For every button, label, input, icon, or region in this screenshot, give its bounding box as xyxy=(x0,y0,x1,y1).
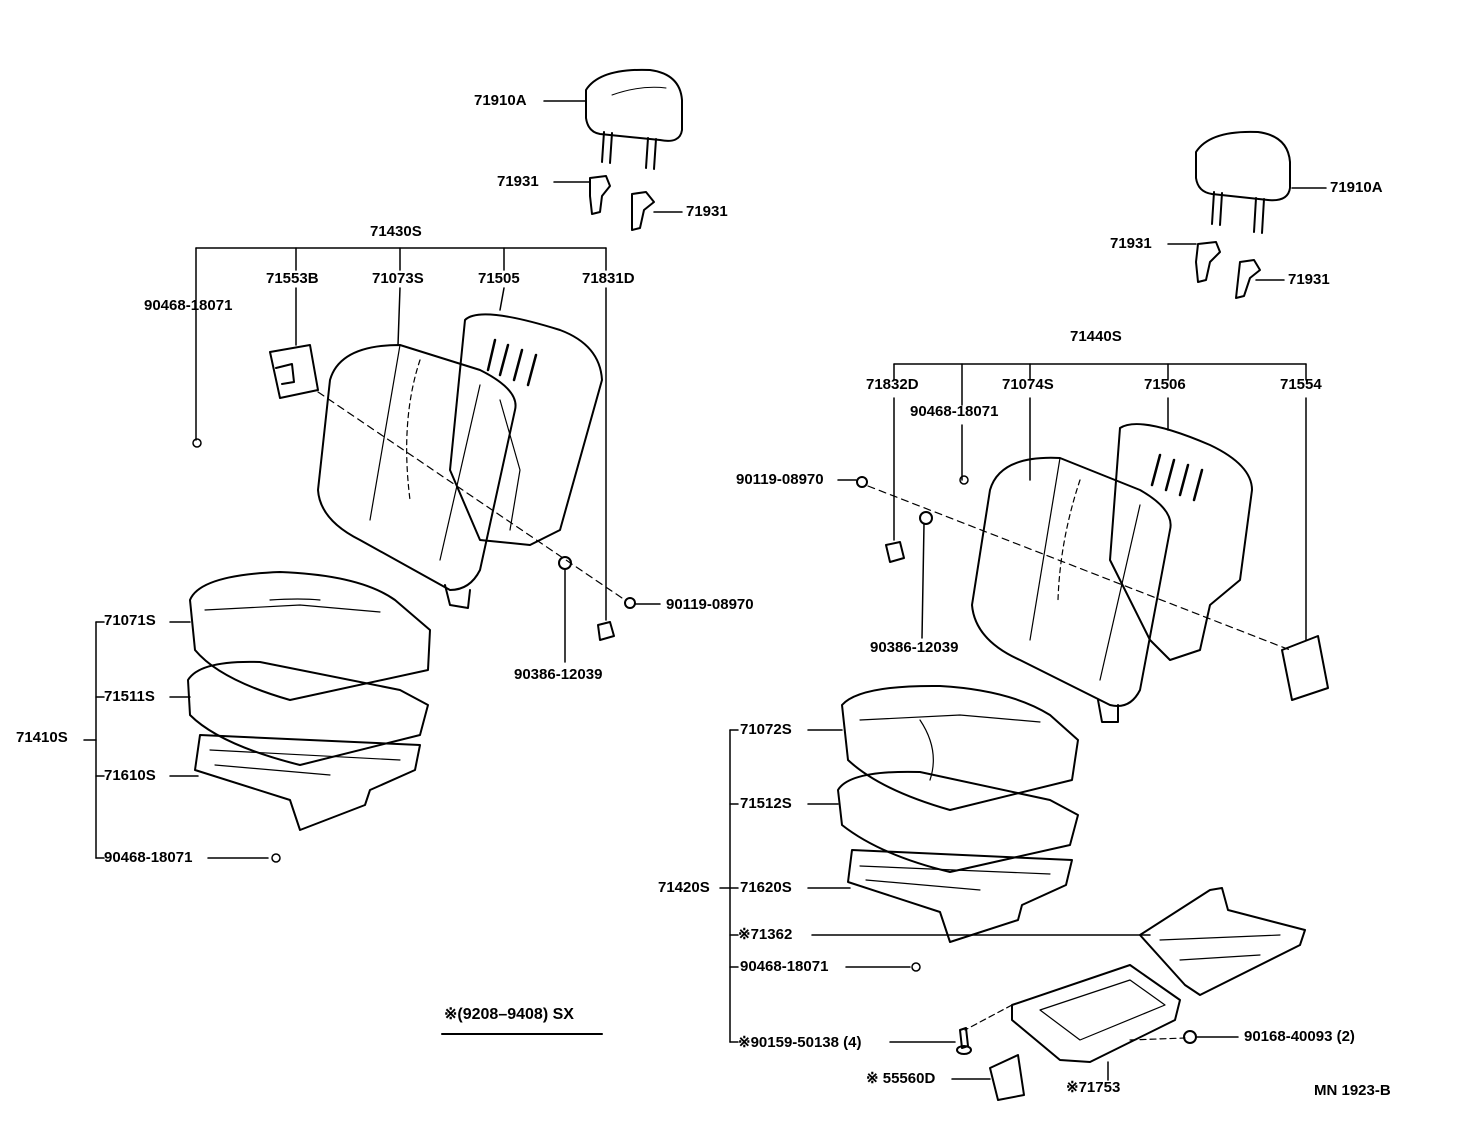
left-back-nut-label: 90386-12039 xyxy=(514,666,603,683)
right-back-board-label: 71832D xyxy=(866,376,919,393)
right-cushion-hog-ring-drawing xyxy=(911,962,921,972)
right-cushion-assy-bracket xyxy=(719,729,1151,1043)
left-cushion-frame-label: 71610S xyxy=(104,767,156,784)
left-back-cover-drawing xyxy=(317,344,517,609)
right-cushion-cover-label: 71072S xyxy=(740,721,792,738)
right-back-assy-bracket xyxy=(893,363,1307,641)
right-cushion-assy-label: 71420S xyxy=(658,879,710,896)
left-support-left-label: 71931 xyxy=(497,173,539,190)
right-cushion-pad-label: 71512S xyxy=(740,795,792,812)
right-cushion-cover-drawing xyxy=(841,684,1079,811)
left-cushion-assy-label: 71410S xyxy=(16,729,68,746)
right-screw-drawing xyxy=(956,1027,972,1055)
right-back-cover-drawing xyxy=(971,456,1172,723)
right-back-hog-ring-drawing xyxy=(959,475,969,485)
right-bracket-label: ※ 55560D xyxy=(866,1070,936,1087)
left-support-drawings xyxy=(589,175,655,231)
applicability-note: ※(9208–9408) SX xyxy=(444,1006,574,1023)
right-cushion-hog-ring-label: 90468-18071 xyxy=(740,958,829,975)
right-adjuster-label: ※71362 xyxy=(738,926,793,943)
right-adjuster-drawing xyxy=(1139,887,1306,996)
right-cushion-frame-drawing xyxy=(847,849,1073,943)
left-back-hog-ring-label: 90468-18071 xyxy=(144,297,233,314)
left-headrest-label: 71910A xyxy=(474,92,527,109)
right-back-nut-drawing xyxy=(919,511,933,525)
left-back-assy-label: 71430S xyxy=(370,223,422,240)
left-cushion-hog-ring-label: 90468-18071 xyxy=(104,849,193,866)
right-back-clip-drawing xyxy=(856,476,868,488)
right-cover-drawing xyxy=(964,964,1186,1063)
right-back-cover-label: 71074S xyxy=(1002,376,1054,393)
right-dash-line xyxy=(867,485,1291,651)
right-cover-label: ※71753 xyxy=(1066,1079,1121,1096)
left-cushion-pad-drawing xyxy=(187,660,429,766)
left-back-board-label: 71831D xyxy=(582,270,635,287)
left-back-board-clip-drawing xyxy=(597,621,615,641)
left-hinge-cover-drawing xyxy=(269,344,319,399)
leader-lines xyxy=(543,100,1327,281)
right-back-pad-label: 71506 xyxy=(1144,376,1186,393)
left-back-assy-bracket xyxy=(195,247,607,621)
left-back-hog-ring-drawing xyxy=(192,438,202,448)
left-back-nut-drawing xyxy=(558,556,572,570)
left-back-clip-label: 90119-08970 xyxy=(666,596,754,613)
right-screw-label: ※90159-50138 (4) xyxy=(738,1034,862,1051)
left-cushion-frame-drawing xyxy=(194,734,421,831)
right-back-clip-label: 90119-08970 xyxy=(736,471,824,488)
left-back-pad-drawing xyxy=(449,313,603,546)
left-cushion-hog-ring-drawing xyxy=(271,853,281,863)
right-bolt-drawing xyxy=(1183,1030,1197,1044)
right-cushion-frame-label: 71620S xyxy=(740,879,792,896)
diagram-code: MN 1923-B xyxy=(1314,1082,1391,1099)
right-back-nut-label: 90386-12039 xyxy=(870,639,959,656)
right-bracket-drawing xyxy=(989,1054,1025,1101)
right-hinge-cover-label: 71554 xyxy=(1280,376,1322,393)
left-back-clip-drawing xyxy=(624,597,636,609)
right-back-assy-label: 71440S xyxy=(1070,328,1122,345)
left-hinge-cover-label: 71553B xyxy=(266,270,319,287)
right-back-pad-drawing xyxy=(1109,423,1253,661)
right-back-board-drawing xyxy=(885,541,905,563)
left-cushion-assy-bracket xyxy=(83,621,269,859)
left-back-pad-label: 71505 xyxy=(478,270,520,287)
right-headrest-label: 71910A xyxy=(1330,179,1383,196)
right-support-drawings xyxy=(1195,241,1261,299)
right-cushion-pad-drawing xyxy=(837,770,1079,873)
right-headrest-drawing xyxy=(1195,130,1291,234)
left-headrest-drawing xyxy=(585,68,683,170)
right-support-left-label: 71931 xyxy=(1110,235,1152,252)
right-support-right-label: 71931 xyxy=(1288,271,1330,288)
left-cushion-pad-label: 71511S xyxy=(104,688,155,705)
left-back-cover-label: 71073S xyxy=(372,270,424,287)
left-cushion-cover-drawing xyxy=(189,571,431,701)
left-support-right-label: 71931 xyxy=(686,203,728,220)
right-back-hog-ring-label: 90468-18071 xyxy=(910,403,999,420)
right-bolt-label: 90168-40093 (2) xyxy=(1244,1028,1355,1045)
right-hinge-cover-drawing xyxy=(1281,635,1329,701)
left-dash-line xyxy=(317,391,626,601)
left-cushion-cover-label: 71071S xyxy=(104,612,156,629)
